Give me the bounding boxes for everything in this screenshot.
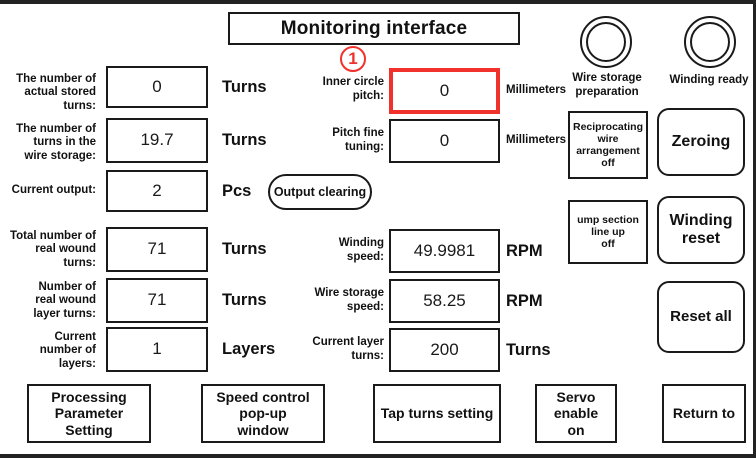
lamp-label-winding-ready: Winding ready [669, 74, 749, 86]
unit-total-real-wound-turns: Turns [222, 240, 267, 259]
tap-turns-setting-button[interactable]: Tap turns setting [373, 384, 501, 443]
label-total-real-wound-turns: Total number of real wound turns: [9, 229, 96, 269]
unit-winding-speed: RPM [506, 241, 543, 260]
page-title: Monitoring interface [228, 12, 520, 45]
label-turns-in-wire-storage: The number of turns in the wire storage: [16, 122, 96, 162]
label-pitch-fine-tuning: Pitch fine tuning: [332, 127, 384, 153]
field-current-output[interactable]: 2 [106, 170, 208, 212]
label-inner-circle-pitch: Inner circle pitch: [322, 76, 384, 102]
unit-current-layer-turns: Turns [506, 340, 551, 359]
servo-enable-button[interactable]: Servo enable on [535, 384, 617, 443]
processing-parameter-setting-button[interactable]: Processing Parameter Setting [27, 384, 151, 443]
label-current-output: Current output: [11, 184, 96, 197]
jump-section-line-up-button[interactable]: ump section line up off [568, 200, 648, 264]
label-winding-speed: Winding speed: [338, 237, 384, 263]
reciprocating-wire-arrangement-button[interactable]: Reciprocating wire arrangement off [568, 111, 648, 179]
label-current-number-of-layers: Current number of layers: [39, 330, 96, 370]
lamp-wire-storage-preparation[interactable] [580, 16, 632, 68]
unit-actual-stored-turns: Turns [222, 77, 267, 96]
field-wire-storage-speed[interactable]: 58.25 [389, 279, 500, 323]
unit-current-number-of-layers: Layers [222, 340, 276, 359]
field-winding-speed[interactable]: 49.9981 [389, 229, 500, 273]
return-to-button[interactable]: Return to [662, 384, 746, 443]
label-current-layer-turns: Current layer turns: [312, 336, 384, 362]
unit-wire-storage-speed: RPM [506, 291, 543, 310]
unit-turns-in-wire-storage: Turns [222, 131, 267, 150]
annotation-marker-1: 1 [340, 46, 366, 72]
field-inner-circle-pitch[interactable]: 0 [389, 68, 500, 114]
field-real-wound-layer-turns[interactable]: 71 [106, 278, 208, 323]
reset-all-button[interactable]: Reset all [657, 281, 745, 353]
unit-real-wound-layer-turns: Turns [222, 291, 267, 310]
lamp-label-wire-storage-preparation: Wire storage preparation [572, 72, 642, 98]
label-real-wound-layer-turns: Number of real wound layer turns: [33, 280, 96, 320]
field-current-layer-turns[interactable]: 200 [389, 328, 500, 372]
unit-current-output: Pcs [222, 181, 252, 200]
zeroing-button[interactable]: Zeroing [657, 108, 745, 176]
label-wire-storage-speed: Wire storage speed: [314, 287, 384, 313]
label-actual-stored-turns: The number of actual stored turns: [16, 72, 96, 112]
lamp-winding-ready[interactable] [684, 16, 736, 68]
output-clearing-button[interactable]: Output clearing [268, 174, 372, 210]
winding-reset-button[interactable]: Winding reset [657, 196, 745, 264]
speed-control-pop-up-window-button[interactable]: Speed control pop-up window [201, 384, 325, 443]
unit-inner-circle-pitch: Millimeters [506, 84, 567, 97]
field-total-real-wound-turns[interactable]: 71 [106, 227, 208, 272]
field-actual-stored-turns[interactable]: 0 [106, 66, 208, 108]
field-pitch-fine-tuning[interactable]: 0 [389, 119, 500, 163]
unit-pitch-fine-tuning: Millimeters [506, 134, 567, 147]
field-turns-in-wire-storage[interactable]: 19.7 [106, 118, 208, 163]
field-current-number-of-layers[interactable]: 1 [106, 327, 208, 372]
